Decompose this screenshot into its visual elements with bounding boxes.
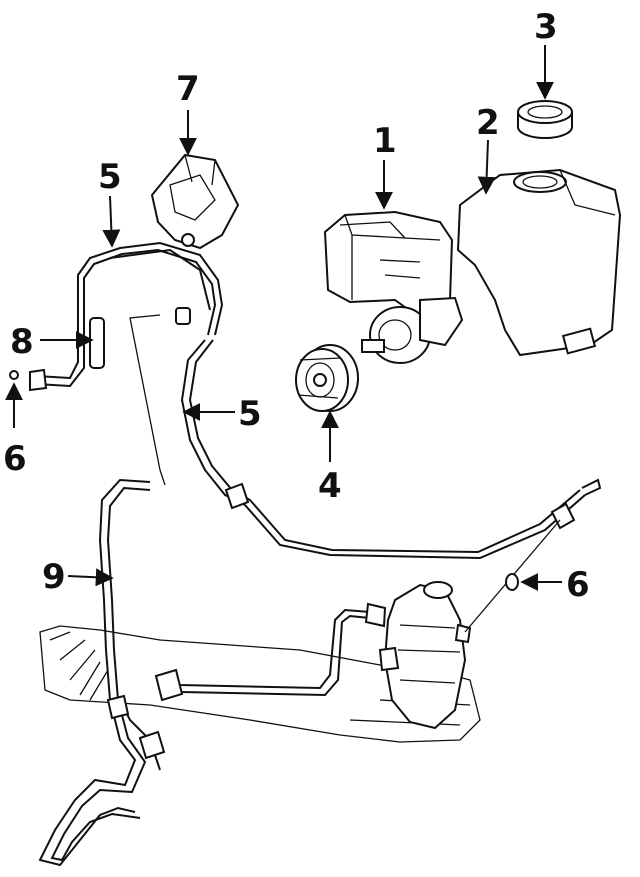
o-ring-left xyxy=(9,370,19,380)
o-ring-right xyxy=(505,573,519,591)
callout-arrows xyxy=(4,45,562,591)
steering-gear-valve xyxy=(378,581,472,730)
return-hose xyxy=(38,478,166,867)
reservoir xyxy=(456,168,622,357)
callout-5-upper: 5 xyxy=(98,157,122,197)
callout-8: 8 xyxy=(10,322,34,362)
callout-9: 9 xyxy=(42,557,66,597)
callout-7: 7 xyxy=(176,69,200,109)
rack-feed-line xyxy=(154,602,387,702)
callout-4: 4 xyxy=(318,466,342,506)
callout-6-right: 6 xyxy=(566,565,590,605)
mounting-bracket xyxy=(150,153,240,250)
callout-6-left: 6 xyxy=(3,439,27,479)
callout-1: 1 xyxy=(373,121,397,161)
callout-5-lower: 5 xyxy=(238,394,262,434)
hose-sleeve xyxy=(89,317,105,369)
power-steering-pump xyxy=(323,210,464,364)
callout-3: 3 xyxy=(534,7,558,47)
reservoir-cap xyxy=(517,100,573,139)
pressure-hose-lower xyxy=(180,339,602,560)
pump-pulley xyxy=(295,344,359,412)
pressure-hose-upper xyxy=(29,241,224,392)
callout-2: 2 xyxy=(476,103,500,143)
